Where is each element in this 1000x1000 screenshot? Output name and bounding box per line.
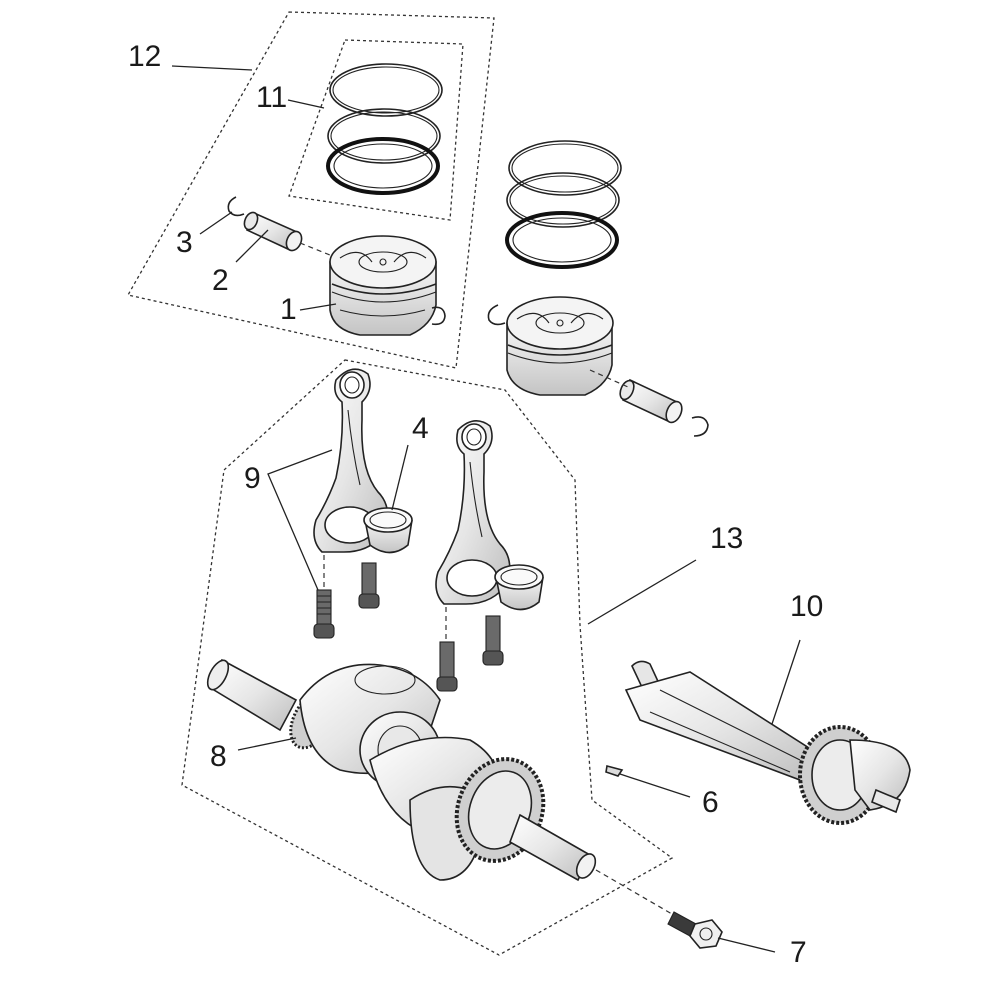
leader-3: [199, 211, 233, 235]
circlip-second-right: [691, 416, 709, 437]
piston-rings-set-2: [505, 140, 622, 269]
connecting-rod-9-second: [435, 420, 511, 605]
callout-4: 4: [412, 412, 429, 445]
leader-1: [299, 303, 337, 311]
leader-2: [235, 229, 269, 263]
callout-13: 13: [710, 522, 743, 555]
leader-6: [619, 773, 691, 798]
callout-3: 3: [176, 226, 193, 259]
callout-6: 6: [702, 786, 719, 819]
leader-9: [267, 449, 333, 591]
circlip-piston-1-right: [431, 306, 446, 326]
leader-8: [237, 737, 297, 751]
crankshaft-8: [206, 658, 597, 882]
leader-7: [717, 937, 776, 953]
leader-lines: [171, 65, 801, 953]
callout-11: 11: [256, 81, 287, 114]
leader-10: [771, 639, 801, 725]
leader-4: [391, 444, 409, 511]
bolt-7: [667, 911, 723, 949]
piston-pin-second: [619, 378, 683, 424]
bearing-shell-second: [494, 564, 544, 611]
rod-bolts: [313, 562, 504, 692]
group-11-boundary: [288, 39, 464, 221]
balance-shaft-10: [624, 660, 911, 825]
leader-11: [287, 99, 325, 109]
piston-rings-set-11: [326, 63, 443, 195]
woodruff-key-6: [605, 765, 624, 777]
callout-2: 2: [212, 264, 229, 297]
group-12-boundary: [126, 11, 495, 369]
callout-1: 1: [280, 293, 297, 326]
circlip-second-left: [487, 304, 506, 326]
piston-2: [506, 296, 614, 396]
callout-9: 9: [244, 462, 261, 495]
callout-8: 8: [210, 740, 227, 773]
axis-pin-1: [299, 242, 331, 256]
axis-bolt-7: [595, 869, 673, 915]
callout-10: 10: [790, 590, 823, 623]
callout-7: 7: [790, 936, 807, 969]
callout-labels: 12 11 3 2 1 4 9 13 10 8 6 7: [128, 40, 823, 969]
leader-13: [587, 559, 697, 625]
circlip-3: [227, 196, 245, 217]
bearing-shell-4-first: [363, 507, 413, 554]
leader-12: [171, 65, 253, 71]
connecting-rod-9-first: [313, 368, 389, 553]
callout-12: 12: [128, 40, 161, 73]
piston-pin-2: [243, 211, 303, 252]
axis-pin-2: [589, 369, 629, 388]
piston-1: [329, 235, 437, 336]
